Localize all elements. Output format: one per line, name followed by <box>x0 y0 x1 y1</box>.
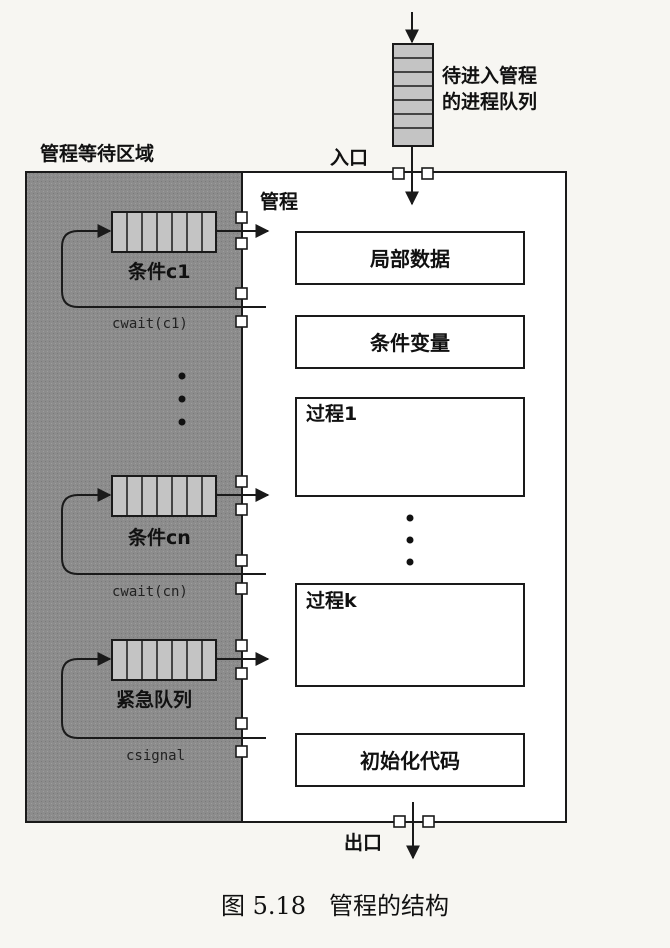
procedure-1-label: 过程1 <box>306 403 357 425</box>
ellipsis-dot <box>178 372 186 380</box>
procedure-k-label: 过程k <box>306 590 357 612</box>
entrance-label: 入口 <box>330 147 368 169</box>
entry-queue <box>392 12 434 147</box>
wait-area-label: 管程等待区域 <box>40 142 154 165</box>
local-data-label: 局部数据 <box>369 247 450 271</box>
condition-cn-label: 条件cn <box>128 526 191 549</box>
port <box>235 554 248 567</box>
exit-port-right <box>422 815 435 828</box>
port <box>235 475 248 488</box>
exit-port-left <box>393 815 406 828</box>
condition-cn-queue <box>61 475 270 575</box>
condition-c1-queue <box>61 211 270 308</box>
condition-c1-label: 条件c1 <box>128 260 190 283</box>
port <box>235 211 248 224</box>
init-code-label: 初始化代码 <box>360 749 460 773</box>
condition-variables-box <box>295 315 525 369</box>
ellipsis-dot <box>178 418 186 426</box>
ellipsis-dot <box>406 558 414 566</box>
exit-label: 出口 <box>344 831 382 854</box>
monitor-label: 管程 <box>260 190 298 213</box>
cwait-c1-label: cwait(c1) <box>112 316 188 332</box>
ellipsis-dot <box>406 514 414 522</box>
port <box>235 582 248 595</box>
port <box>235 237 248 250</box>
entrance-port-right <box>421 167 434 180</box>
cwait-cn-label: cwait(cn) <box>112 584 188 600</box>
port <box>235 287 248 300</box>
port <box>235 503 248 516</box>
entry-queue-label-line2: 的进程队列 <box>442 90 537 113</box>
ellipsis-dot <box>178 395 186 403</box>
ellipsis-dot <box>406 536 414 544</box>
procedure-1-box <box>295 397 525 497</box>
init-code-box <box>295 733 525 787</box>
csignal-label: csignal <box>126 748 185 764</box>
port <box>235 717 248 730</box>
urgent-queue-label: 紧急队列 <box>116 688 192 711</box>
figure-caption: 图 5.18 管程的结构 <box>221 892 449 920</box>
port <box>235 315 248 328</box>
entry-queue-label-line1: 待进入管程 <box>442 64 537 87</box>
port <box>235 667 248 680</box>
local-data-box <box>295 231 525 285</box>
port <box>235 745 248 758</box>
procedure-k-box <box>295 583 525 687</box>
entrance-port-left <box>392 167 405 180</box>
port <box>235 639 248 652</box>
urgent-queue <box>61 639 270 739</box>
condition-variables-label: 条件变量 <box>370 331 450 355</box>
